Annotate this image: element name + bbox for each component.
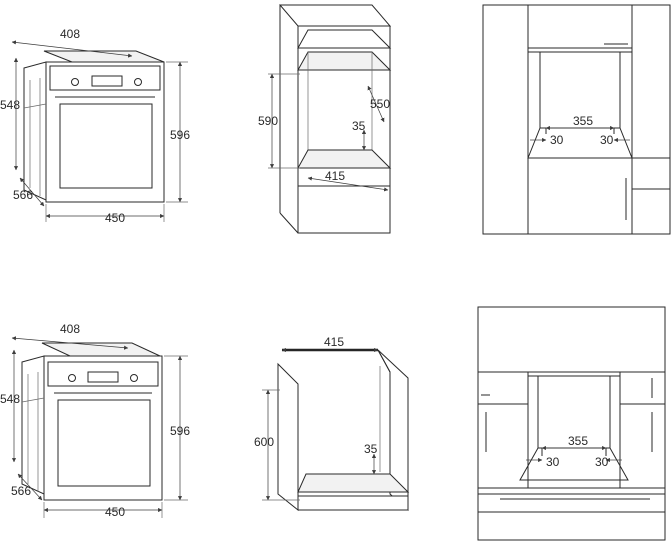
oven-top: 408 548 566 450 596 — [0, 27, 190, 225]
cabinet-tall-top — [278, 4, 392, 27]
kitchen-under-opening — [519, 447, 629, 481]
cabinet-under-left-panel — [277, 362, 299, 512]
oven-bottom-label-548: 548 — [0, 392, 20, 406]
kitchen-under: 355 30 30 — [477, 306, 666, 541]
kitchen-tall: 355 30 30 — [482, 4, 671, 235]
cabinet-under: 415 600 35 — [254, 335, 410, 512]
oven-top-side — [23, 61, 47, 201]
oven-bottom-knob-right — [130, 374, 138, 382]
cabinet-under-bottom-board — [297, 473, 410, 493]
cabinet-tall-label-550: 550 — [370, 97, 390, 111]
kitchen-tall-label-355: 355 — [573, 114, 593, 128]
oven-bottom-label-596: 596 — [170, 424, 190, 438]
oven-bottom-display — [87, 371, 119, 383]
oven-top-knob-left — [71, 78, 79, 86]
oven-top-control-panel — [49, 65, 161, 91]
kitchen-under-label-355: 355 — [568, 434, 588, 448]
oven-bottom-top-surface — [41, 342, 161, 357]
kitchen-under-frame — [477, 306, 666, 541]
oven-top-label-548: 548 — [0, 98, 20, 112]
oven-bottom-front — [43, 355, 163, 501]
oven-top-label-450: 450 — [105, 211, 125, 225]
kitchen-tall-opening — [527, 127, 633, 159]
cabinet-tall-label-415: 415 — [325, 169, 345, 183]
oven-bottom-label-566: 566 — [11, 484, 31, 498]
cabinet-tall: 590 550 35 415 — [258, 4, 392, 234]
cabinet-under-label-600: 600 — [254, 435, 274, 449]
cabinet-tall-front — [297, 25, 391, 234]
kitchen-under-label-30-right: 30 — [595, 455, 609, 469]
cabinet-under-label-35: 35 — [364, 442, 378, 456]
cabinet-under-label-415: 415 — [324, 335, 344, 349]
oven-top-knob-right — [134, 78, 142, 86]
oven-bottom-label-450: 450 — [105, 505, 125, 519]
oven-top-display — [91, 75, 123, 87]
kitchen-tall-label-30-left: 30 — [550, 133, 564, 147]
kitchen-tall-frame — [482, 4, 671, 235]
kitchen-tall-label-30-right: 30 — [600, 133, 614, 147]
cabinet-tall-upper-shelf — [297, 51, 392, 71]
oven-top-label-596: 596 — [170, 128, 190, 142]
oven-bottom-side — [21, 355, 45, 495]
oven-top-front — [45, 61, 165, 203]
cabinet-tall-label-35: 35 — [352, 119, 366, 133]
kitchen-under-label-30-left: 30 — [546, 455, 560, 469]
cabinet-tall-lower-shelf — [297, 149, 392, 169]
oven-top-window — [59, 103, 153, 189]
oven-top-label-408: 408 — [60, 27, 80, 41]
oven-bottom-window — [57, 399, 151, 487]
oven-top-label-566: 566 — [13, 188, 33, 202]
cabinet-under-plinth — [297, 495, 409, 511]
oven-bottom: 408 548 566 450 596 — [0, 322, 190, 519]
cabinet-tall-label-590: 590 — [258, 114, 278, 128]
oven-bottom-label-408: 408 — [60, 322, 80, 336]
oven-bottom-control-panel — [47, 361, 159, 387]
oven-bottom-knob-left — [68, 374, 76, 382]
